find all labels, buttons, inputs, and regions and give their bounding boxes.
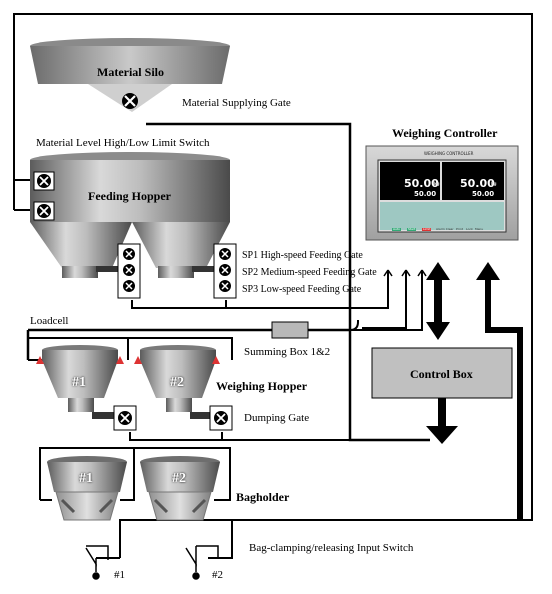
loadcell-label: Loadcell — [30, 315, 69, 327]
btn-print[interactable]: Print — [456, 227, 463, 231]
display2-unit: kg — [491, 181, 497, 186]
weighing-controller-label: Weighing Controller — [392, 126, 498, 140]
display2-main: 50.00 — [460, 177, 495, 190]
weighing-hopper-label: Weighing Hopper — [216, 379, 308, 393]
feeding-gate-stack-1 — [117, 243, 141, 299]
switch-1-label: #1 — [114, 569, 125, 581]
btn-alarm-clear[interactable]: Alarm Clear — [436, 227, 454, 231]
display1-unit: kg — [434, 181, 440, 186]
bag-2-label: #2 — [172, 471, 186, 486]
up-arrow — [476, 262, 500, 280]
bagholder-label: Bagholder — [236, 490, 290, 504]
level-switch-low-icon — [33, 201, 55, 221]
display2-sub: 50.00 — [472, 190, 495, 198]
sp3-label: SP3 Low-speed Feeding Gate — [242, 284, 362, 295]
dumping-gate-2-icon — [209, 405, 233, 431]
bag-switch-1-icon — [85, 545, 109, 580]
bagholder-2 — [140, 456, 220, 521]
sp2-label: SP2 Medium-speed Feeding Gate — [242, 267, 377, 278]
feeding-gate-stack-2 — [213, 243, 237, 299]
feeding-hopper-label: Feeding Hopper — [88, 189, 171, 203]
hopper-1-label: #1 — [72, 375, 86, 390]
display1-main: 50.00 — [404, 177, 439, 190]
outer-wire — [13, 13, 533, 558]
sp1-label: SP1 High-speed Feeding Gate — [242, 250, 363, 261]
btn-auto[interactable]: Auto — [392, 227, 401, 231]
summing-box — [271, 321, 309, 339]
supply-gate-icon — [122, 93, 138, 109]
bidirectional-arrow — [426, 262, 450, 340]
signal-arrows — [383, 269, 427, 277]
weighing-hopper-2 — [134, 345, 220, 419]
control-box-label: Control Box — [410, 367, 473, 381]
btn-lock[interactable]: Lock — [466, 227, 473, 231]
dumping-gate-label: Dumping Gate — [244, 412, 310, 424]
bag-1-label: #1 — [79, 471, 93, 486]
btn-menu[interactable]: Menu — [475, 227, 484, 231]
switch-2-label: #2 — [212, 569, 223, 581]
btn-start[interactable]: Start — [407, 227, 417, 231]
summing-box-label: Summing Box 1&2 — [244, 346, 331, 358]
wiring — [13, 13, 533, 559]
supply-gate-label: Material Supplying Gate — [182, 97, 291, 109]
bagholder-1 — [47, 456, 127, 521]
btn-limit[interactable]: Limit — [422, 227, 432, 231]
down-arrow — [426, 398, 458, 444]
material-silo-label: Material Silo — [97, 65, 164, 79]
weighing-controller-device — [365, 145, 519, 241]
level-switch-high-icon — [33, 171, 55, 191]
level-switch-label: Material Level High/Low Limit Switch — [36, 137, 210, 149]
display1-sub: 50.00 — [414, 190, 437, 198]
hopper-2-label: #2 — [170, 375, 184, 390]
controller-header: WEIGHING CONTROLLER — [424, 151, 474, 156]
bag-switch-2-icon — [185, 545, 219, 580]
bag-switch-label: Bag-clamping/releasing Input Switch — [249, 542, 414, 554]
weighing-hopper-1 — [36, 345, 124, 419]
dumping-gate-1-icon — [113, 405, 137, 431]
feeding-hopper — [30, 152, 230, 278]
